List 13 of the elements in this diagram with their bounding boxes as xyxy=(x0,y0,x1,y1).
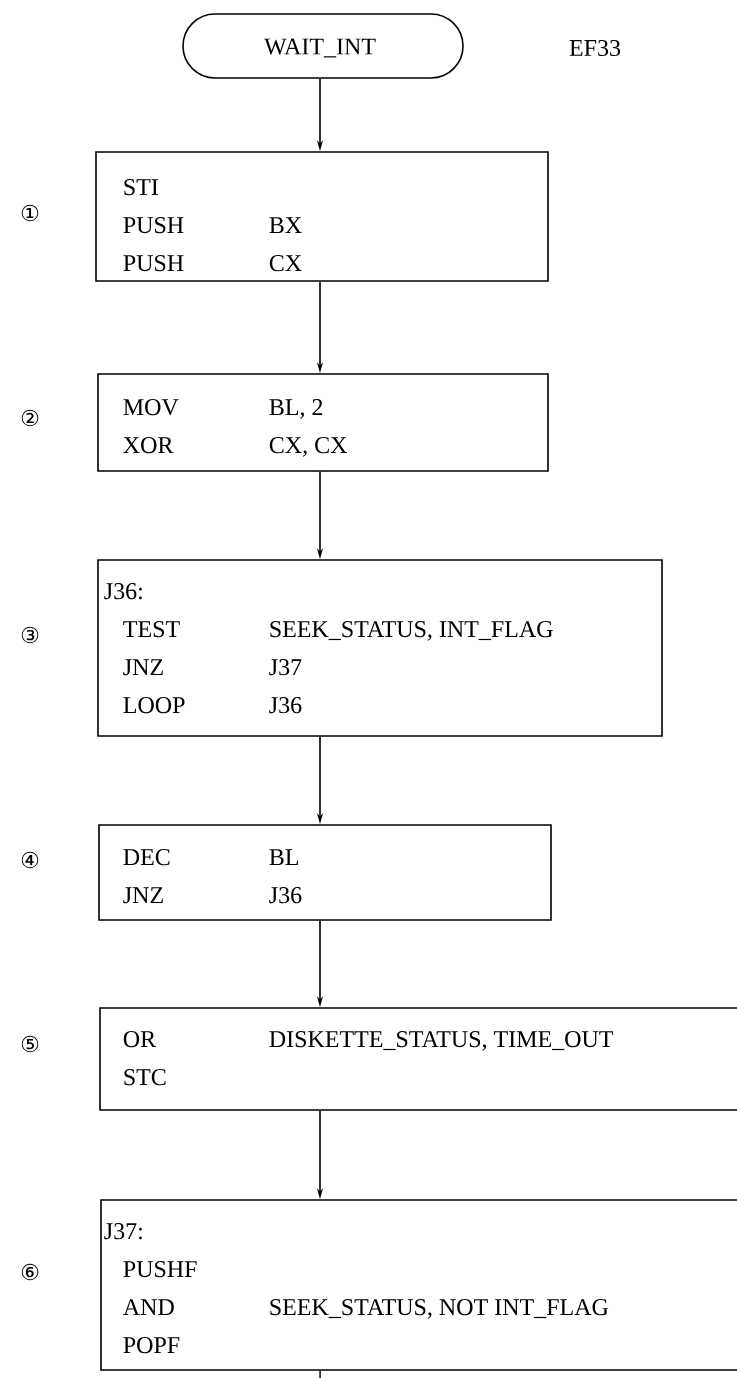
address-label: EF33 xyxy=(569,39,621,57)
process-box: STI PUSH BX PUSH CX xyxy=(95,151,549,282)
callout-number: ③ xyxy=(21,626,39,644)
callout-number: ② xyxy=(21,409,39,427)
callout-number: ④ xyxy=(21,851,39,869)
process-box: MOV BL, 2 XOR CX, CX xyxy=(97,373,549,472)
callout-number: ① xyxy=(21,204,39,222)
process-box: DEC BL JNZ J36 xyxy=(98,824,552,921)
process-box: OR DISKETTE_STATUS, TIME_OUT STC xyxy=(99,1007,737,1111)
callout-number: ⑤ xyxy=(21,1035,39,1053)
process-box: J37: PUSHF AND SEEK_STATUS, NOT INT_FLAG POPF xyxy=(100,1199,737,1371)
callout-number: ⑥ xyxy=(21,1263,39,1281)
process-box: J36: TEST SEEK_STATUS, INT_FLAG JNZ J37 LOOP J36 xyxy=(97,559,663,737)
